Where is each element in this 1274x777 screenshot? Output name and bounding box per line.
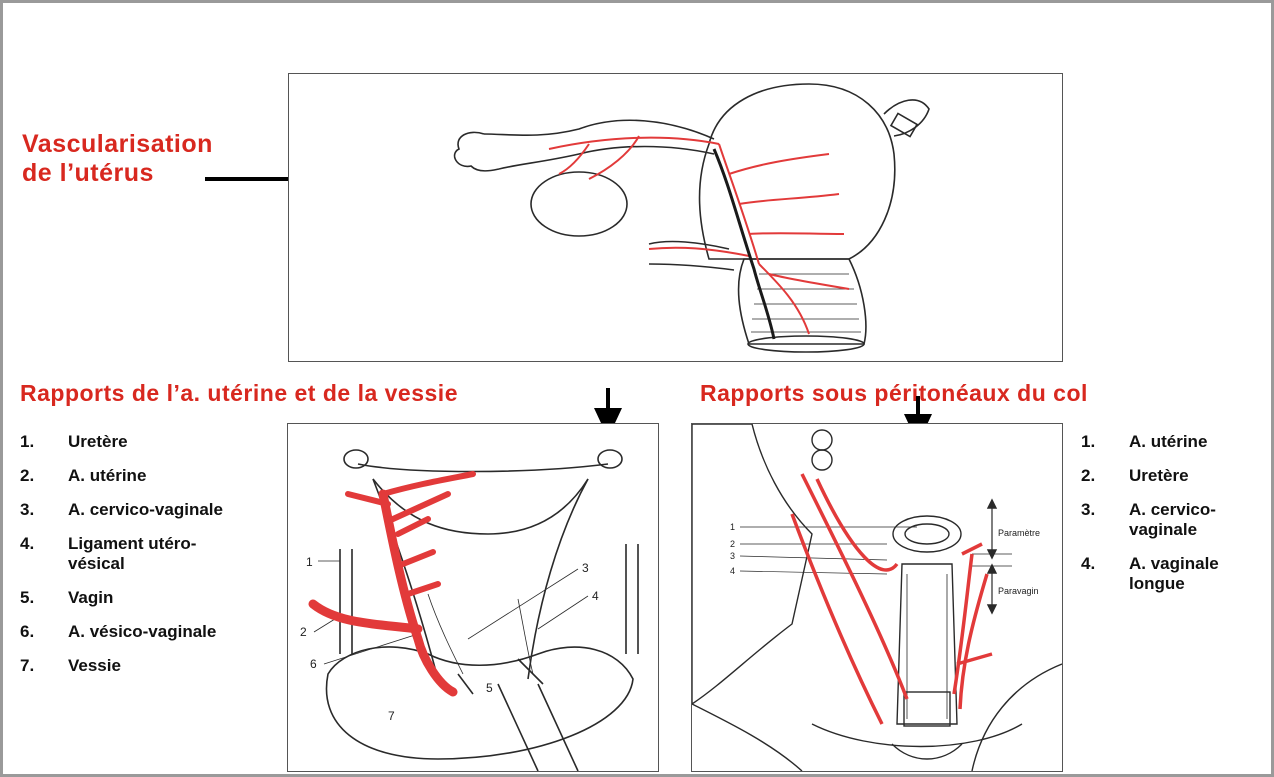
legend-item: 3.A. cervico-vaginale [20, 500, 290, 520]
fig-num: 3 [730, 551, 735, 561]
top-title-line2: de l’utérus [22, 159, 213, 188]
fig-num: 4 [730, 566, 735, 576]
legend-item: 7.Vessie [20, 656, 290, 676]
legend-item: 3.A. cervico-vaginale [1081, 500, 1266, 540]
cervix-relation-figure: 1 2 3 4 Paramètre Paravagin [691, 423, 1063, 772]
fig-num: 3 [582, 561, 589, 575]
legend-item: 2.A. utérine [20, 466, 290, 486]
fig-num: 6 [310, 657, 317, 671]
uterine-vein [714, 149, 774, 339]
cervical-vessels [792, 474, 992, 724]
right-legend: 1.A. utérine 2.Uretère 3.A. cervico-vagi… [1081, 432, 1266, 594]
figure-numbers: 1 2 3 4 5 6 7 [300, 555, 599, 723]
pelvis-outline [692, 424, 1062, 771]
bladder-relation-figure: 1 2 3 4 5 6 7 [287, 423, 659, 772]
fig-num: 4 [592, 589, 599, 603]
fig-num: 2 [300, 625, 307, 639]
legend-item: 2.Uretère [1081, 466, 1266, 486]
top-title: Vascularisation de l’utérus [22, 130, 213, 188]
left-title: Rapports de l’a. utérine et de la vessie [20, 380, 458, 407]
uterus-vascularisation-figure [288, 73, 1063, 362]
top-title-line1: Vascularisation [22, 130, 213, 159]
label-parametre: Paramètre [998, 528, 1040, 538]
figure-numbers: 1 2 3 4 Paramètre Paravagin [730, 522, 1040, 596]
fig-num: 5 [486, 681, 493, 695]
legend-item: 4.Ligament utéro-vésical [20, 534, 290, 574]
uterus-outline [455, 84, 929, 352]
legend-item: 5.Vagin [20, 588, 290, 608]
fig-num: 7 [388, 709, 395, 723]
label-paravagin: Paravagin [998, 586, 1039, 596]
legend-item: 1.Uretère [20, 432, 290, 452]
fig-num: 1 [306, 555, 313, 569]
fig-num: 2 [730, 539, 735, 549]
right-title: Rapports sous péritonéaux du col [700, 380, 1088, 407]
legend-item: 6.A. vésico-vaginale [20, 622, 290, 642]
fig-num: 1 [730, 522, 735, 532]
uterine-artery [313, 474, 473, 692]
legend-item: 4.A. vaginale longue [1081, 554, 1266, 594]
legend-item: 1.A. utérine [1081, 432, 1266, 452]
left-legend: 1.Uretère 2.A. utérine 3.A. cervico-vagi… [20, 432, 290, 676]
